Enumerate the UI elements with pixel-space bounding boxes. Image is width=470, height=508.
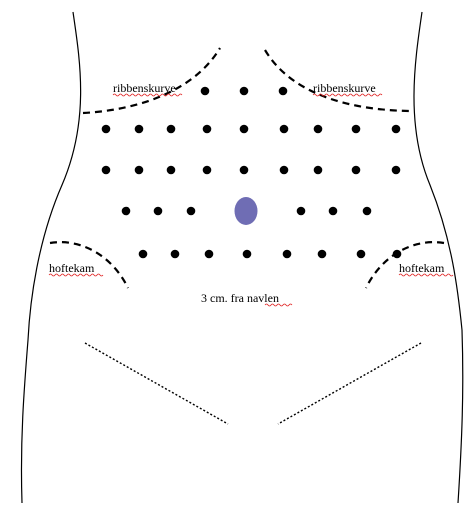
injection-dot (243, 250, 252, 259)
groin-line-right (278, 343, 421, 424)
injection-dots (102, 87, 402, 259)
navel-marker (235, 197, 258, 225)
injection-dot (352, 125, 361, 134)
injection-dot (203, 166, 212, 175)
injection-dot (329, 207, 338, 216)
injection-dot (135, 166, 144, 175)
injection-dot (139, 250, 148, 259)
injection-dot (135, 125, 144, 134)
injection-dot (102, 166, 111, 175)
injection-dot (154, 207, 163, 216)
hip-label-left: hoftekam (49, 261, 95, 275)
body-outline-left (21, 12, 80, 503)
groin-line-left (85, 343, 228, 424)
injection-dot (352, 166, 361, 175)
injection-dot (283, 250, 292, 259)
hip-label-right: hoftekam (399, 261, 445, 275)
injection-dot (279, 87, 288, 96)
injection-dot (357, 250, 366, 259)
injection-dot (314, 125, 323, 134)
injection-dot (280, 166, 289, 175)
navel-distance-note: 3 cm. fra navlen (201, 291, 279, 305)
injection-dot (393, 250, 402, 259)
injection-dot (318, 250, 327, 259)
injection-dot (240, 166, 249, 175)
injection-dot (203, 125, 212, 134)
injection-dot (240, 87, 249, 96)
injection-dot (171, 250, 180, 259)
injection-dot (102, 125, 111, 134)
injection-dot (363, 207, 372, 216)
injection-dot (314, 166, 323, 175)
injection-dot (201, 87, 210, 96)
rib-label-left: ribbenskurve (113, 81, 176, 95)
body-outline-right (414, 12, 463, 503)
injection-dot (280, 125, 289, 134)
injection-dot (392, 125, 401, 134)
injection-dot (122, 207, 131, 216)
injection-dot (167, 166, 176, 175)
injection-dot (297, 207, 306, 216)
injection-dot (187, 207, 196, 216)
rib-label-right: ribbenskurve (313, 81, 376, 95)
injection-dot (167, 125, 176, 134)
injection-dot (240, 125, 249, 134)
injection-dot (392, 166, 401, 175)
injection-dot (205, 250, 214, 259)
